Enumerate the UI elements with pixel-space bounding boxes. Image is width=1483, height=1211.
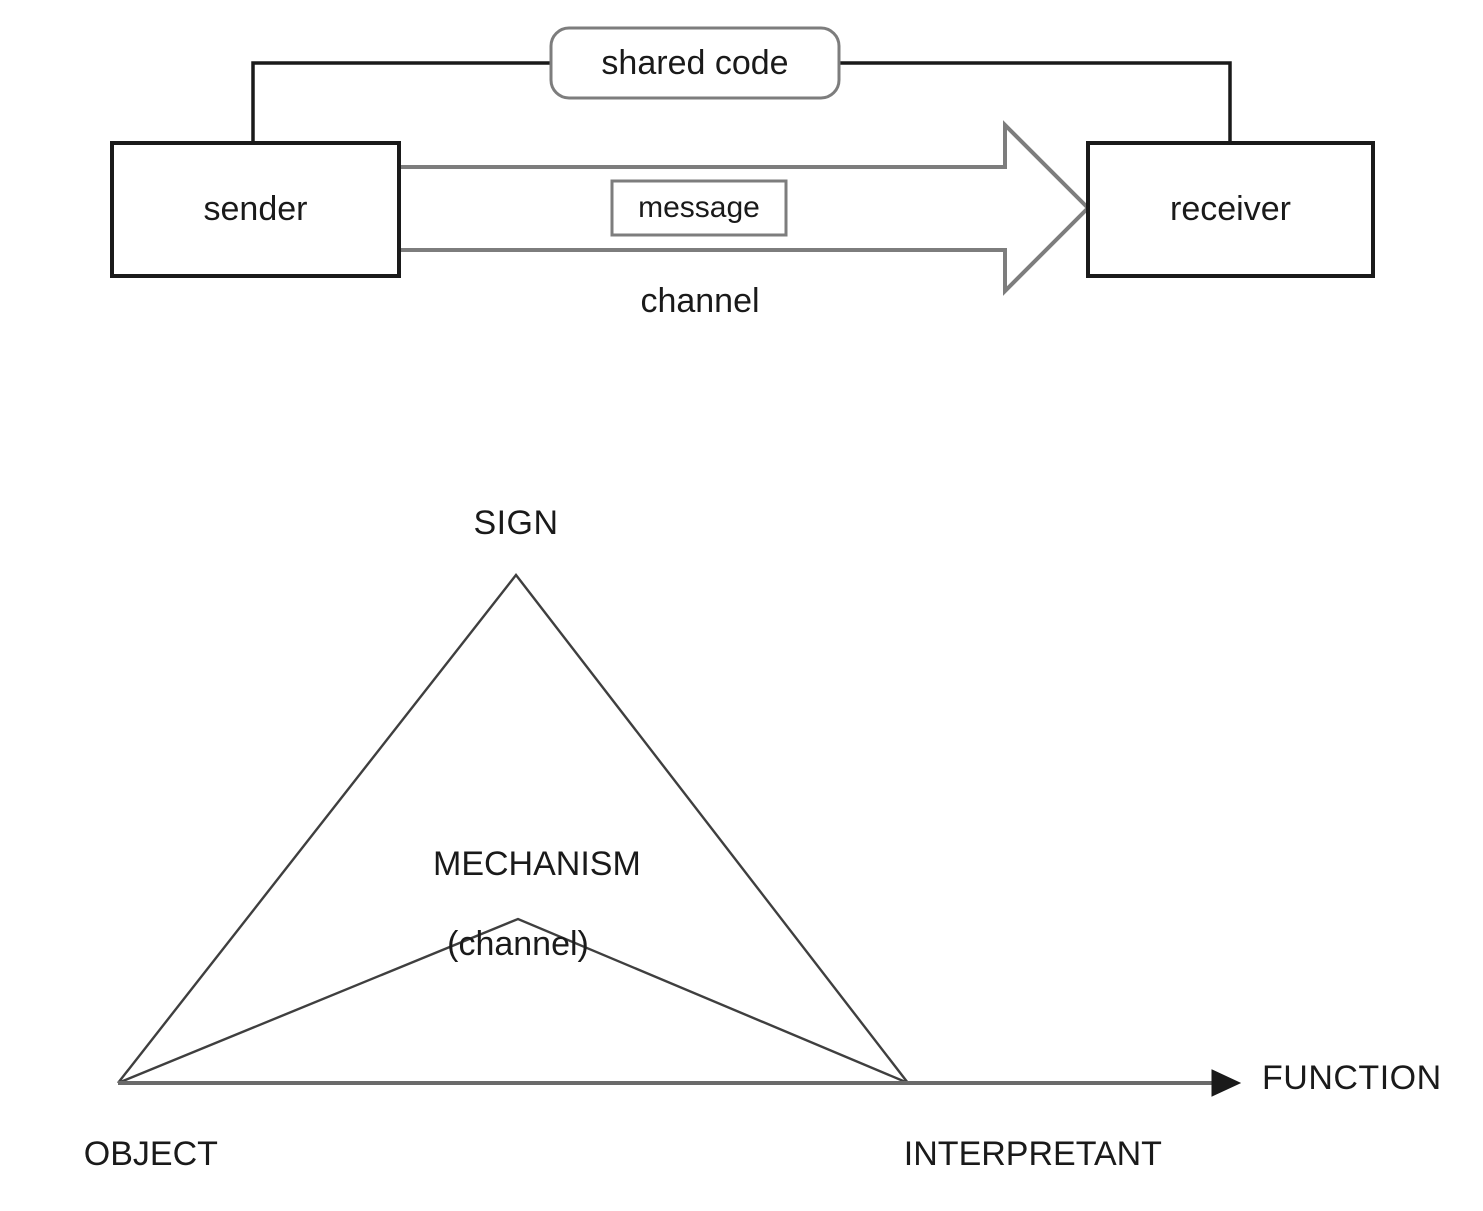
interpretant-vertex-label-line1: INTERPRETANT — [903, 1135, 1162, 1174]
message-box — [610, 179, 788, 237]
sender-label: sender — [203, 190, 308, 229]
sign-label: SIGN — [473, 504, 559, 542]
mechanism-label-line2: (channel) — [447, 925, 589, 964]
sender-box — [110, 141, 401, 278]
interpretant-vertex-label: INTERPRETANT (receiver) — [866, 1094, 1162, 1211]
function-axis-arrowhead — [1211, 1069, 1242, 1097]
inner-triangle — [117, 917, 909, 1085]
object-vertex-label-line1: OBJECT — [83, 1135, 218, 1174]
shared-code-label: shared code — [601, 43, 789, 82]
mechanism-label: MECHANISM (channel) — [338, 804, 698, 1045]
shared-code-to-receiver-connector — [838, 61, 1232, 144]
shared-code-to-sender-connector — [251, 61, 551, 144]
mechanism-label-line1: MECHANISM — [433, 845, 641, 884]
object-vertex-label: OBJECT (sender) — [46, 1094, 218, 1211]
function-axis-label: FUNCTION — [1262, 1059, 1442, 1097]
shared-code-box — [549, 26, 841, 100]
receiver-label: receiver — [1170, 190, 1291, 229]
receiver-box — [1086, 141, 1375, 278]
outer-triangle — [117, 573, 909, 1084]
channel-label: channel — [640, 282, 760, 320]
message-label: message — [638, 191, 760, 225]
